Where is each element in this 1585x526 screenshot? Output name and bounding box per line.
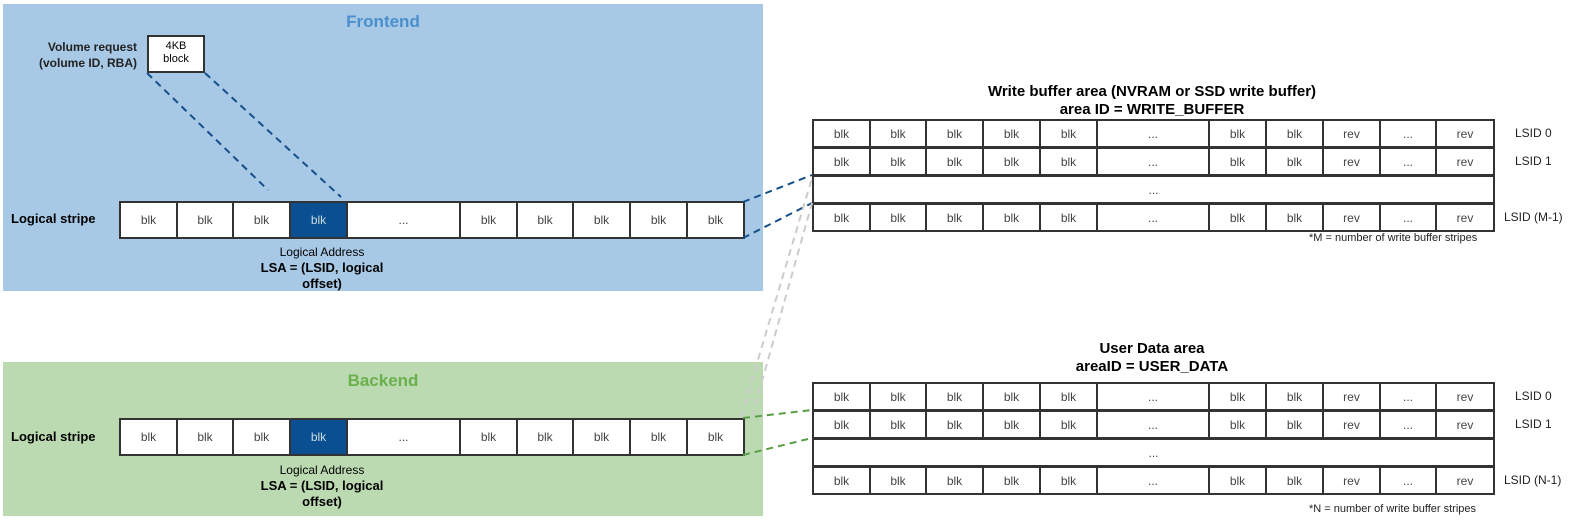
- block-4kb-line2: block: [163, 53, 189, 65]
- backend-logical-address: Logical Address LSA = (LSID, logical off…: [232, 462, 412, 510]
- write-buffer-row2-cell-9: ...: [1379, 203, 1437, 232]
- user-data-row2-cell-1: blk: [869, 466, 927, 495]
- volume-request-label: Volume request (volume ID, RBA): [20, 39, 137, 71]
- user-data-row0-cell-6: blk: [1208, 382, 1267, 411]
- write-buffer-row0-cell-9: ...: [1379, 119, 1437, 148]
- frontend-stripe-cell-1: blk: [176, 201, 234, 239]
- user-data-row1-cell-7: blk: [1265, 410, 1324, 439]
- write-buffer-lsid-label-0: LSID 0: [1515, 126, 1552, 140]
- write-buffer-row1-cell-7: blk: [1265, 147, 1324, 176]
- backend-stripe-cell-1: blk: [176, 418, 234, 456]
- block-4kb-line1: 4KB: [165, 40, 187, 52]
- volume-request-line2: (volume ID, RBA): [38, 56, 137, 70]
- user-data-title-line1: User Data area: [1099, 340, 1205, 357]
- write-buffer-row2-cell-7: blk: [1265, 203, 1324, 232]
- frontend-to-buffer-line-top: [742, 174, 813, 203]
- frontend-stripe-cell-9: blk: [686, 201, 745, 239]
- frontend-stripe-cell-7: blk: [572, 201, 631, 239]
- frontend-logical-address: Logical Address LSA = (LSID, logical off…: [232, 244, 412, 292]
- user-data-footnote: *N = number of write buffer stripes: [1309, 503, 1477, 515]
- write-buffer-lsid-label-1: LSID 1: [1515, 154, 1552, 168]
- backend-to-userdata-line-bottom: [742, 437, 813, 456]
- backend-stripe-cell-0: blk: [119, 418, 178, 456]
- user-data-lsid-label-2: LSID (N-1): [1504, 473, 1562, 487]
- user-data-row0-cell-7: blk: [1265, 382, 1324, 411]
- block-4kb: 4KB block: [147, 35, 205, 73]
- backend-stripe-cell-4: ...: [346, 418, 461, 456]
- write-buffer-row0-cell-2: blk: [925, 119, 984, 148]
- user-data-title-line2: areaID = USER_DATA: [1075, 358, 1229, 375]
- frontend-stripe-cell-3: blk: [289, 201, 348, 239]
- frontend-address-line1: Logical Address: [279, 245, 365, 259]
- block-to-stripe-line-right: [204, 72, 342, 198]
- write-buffer-row2-cell-8: rev: [1322, 203, 1381, 232]
- user-data-row1-cell-5: ...: [1096, 410, 1210, 439]
- backend-stripe-cell-6: blk: [516, 418, 574, 456]
- backend-address-line1: Logical Address: [279, 463, 365, 477]
- backend-title: Backend: [347, 371, 419, 390]
- user-data-row0-cell-8: rev: [1322, 382, 1381, 411]
- link-line-1: [740, 177, 813, 418]
- block-to-stripe-line-left: [146, 72, 269, 191]
- user-data-row2-cell-10: rev: [1435, 466, 1495, 495]
- frontend-stripe-label: Logical stripe: [11, 211, 96, 226]
- frontend-address-line2: LSA = (LSID, logical: [260, 260, 384, 275]
- write-buffer-row0-cell-6: blk: [1208, 119, 1267, 148]
- link-line-2: [751, 202, 813, 418]
- write-buffer-row2-cell-4: blk: [1039, 203, 1098, 232]
- backend-address-line3: offset): [302, 494, 342, 509]
- write-buffer-lsid-label-2: LSID (M-1): [1504, 210, 1563, 224]
- user-data-lsid-label-1: LSID 1: [1515, 417, 1552, 431]
- user-data-row1-cell-0: blk: [812, 410, 871, 439]
- user-data-row2-cell-9: ...: [1379, 466, 1437, 495]
- frontend-stripe-cell-2: blk: [232, 201, 291, 239]
- volume-request-line1: Volume request: [47, 40, 137, 54]
- user-data-row2-cell-8: rev: [1322, 466, 1381, 495]
- user-data-row1-cell-3: blk: [982, 410, 1041, 439]
- write-buffer-title-line2: area ID = WRITE_BUFFER: [1059, 101, 1245, 118]
- backend-stripe-label: Logical stripe: [11, 429, 96, 444]
- write-buffer-row0-cell-1: blk: [869, 119, 927, 148]
- frontend-panel: Frontend: [3, 4, 763, 291]
- write-buffer-title: Write buffer area (NVRAM or SSD write bu…: [952, 83, 1352, 119]
- write-buffer-row2-cell-0: blk: [812, 203, 871, 232]
- frontend-stripe-cell-0: blk: [119, 201, 178, 239]
- frontend-address-line3: offset): [302, 276, 342, 291]
- write-buffer-footnote: *M = number of write buffer stripes: [1309, 232, 1478, 244]
- backend-stripe-cell-9: blk: [686, 418, 745, 456]
- write-buffer-ellipsis-row: ...: [812, 175, 1495, 204]
- frontend-to-buffer-line-bottom: [742, 202, 813, 239]
- backend-address-line2: LSA = (LSID, logical: [260, 478, 384, 493]
- frontend-stripe-cell-5: blk: [459, 201, 518, 239]
- frontend-title: Frontend: [346, 12, 420, 31]
- write-buffer-title-line1: Write buffer area (NVRAM or SSD write bu…: [987, 83, 1317, 100]
- user-data-lsid-label-0: LSID 0: [1515, 389, 1552, 403]
- user-data-row2-cell-4: blk: [1039, 466, 1098, 495]
- write-buffer-row2-cell-10: rev: [1435, 203, 1495, 232]
- user-data-row2-cell-0: blk: [812, 466, 871, 495]
- user-data-row2-cell-5: ...: [1096, 466, 1210, 495]
- user-data-title: User Data area areaID = USER_DATA: [1002, 340, 1302, 376]
